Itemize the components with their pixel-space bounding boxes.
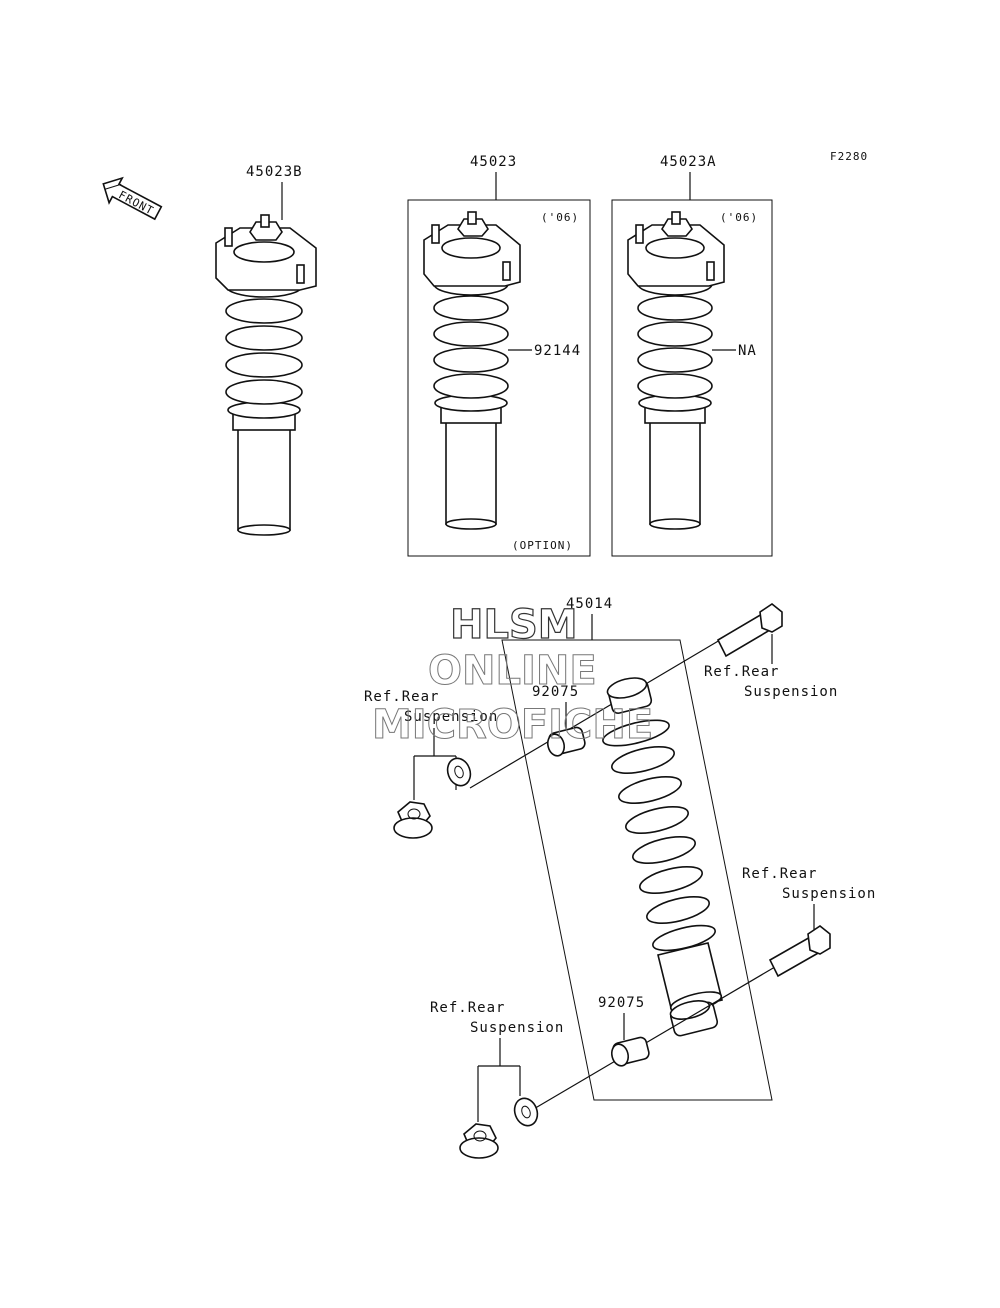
option-note: (OPTION) [512, 539, 573, 552]
washer-upper [446, 757, 472, 787]
figure-id: F2280 [830, 150, 868, 163]
ref-upper-left-line2: Suspension [404, 709, 498, 725]
part-number-92075-upper: 92075 [532, 684, 579, 700]
shock-absorber-45023a [627, 211, 725, 530]
assembly-outline-45014 [501, 639, 773, 1101]
part-number-92075-lower: 92075 [598, 995, 645, 1011]
shock-absorber-45023 [423, 211, 521, 530]
ref-upper-left-line1: Ref.Rear [364, 689, 439, 705]
ref-mid-right-line2: Suspension [782, 886, 876, 902]
bushing-92075-lower [610, 1036, 650, 1067]
ref-lower-left-line2: Suspension [470, 1020, 564, 1036]
bushing-92075-upper [546, 726, 586, 757]
part-number-na: NA [738, 343, 757, 359]
ref-mid-right-line1: Ref.Rear [742, 866, 817, 882]
watermark-line3: MICROFICHE [372, 702, 653, 748]
shock-absorber-45023b [215, 214, 317, 536]
watermark: HLSM ONLINE MICROFICHE [372, 601, 654, 748]
part-number-92144: 92144 [534, 343, 581, 359]
ref-lower-left-line1: Ref.Rear [430, 1000, 505, 1016]
flange-nut-lower [459, 1123, 499, 1159]
ref-upper-right-line1: Ref.Rear [704, 664, 779, 680]
part-number-45014: 45014 [566, 596, 613, 612]
rear-shock-absorber-45014 [602, 677, 723, 1037]
upper-mounting-bolt [469, 603, 783, 789]
flange-nut-upper [393, 801, 433, 839]
option-box-45023 [407, 199, 591, 557]
year-note-middle: ('06) [541, 211, 579, 224]
front-arrow-icon: FRONT [102, 176, 163, 221]
part-number-45023: 45023 [470, 154, 517, 170]
lower-mounting-bolt [531, 925, 831, 1111]
option-box-45023a [611, 199, 773, 557]
watermark-line1: HLSM [450, 602, 578, 648]
part-number-45023a: 45023A [660, 154, 717, 170]
part-number-45023b: 45023B [246, 164, 303, 180]
watermark-line2: ONLINE [428, 648, 597, 694]
year-note-right: ('06) [720, 211, 758, 224]
ref-upper-right-line2: Suspension [744, 684, 838, 700]
washer-lower [513, 1097, 539, 1127]
